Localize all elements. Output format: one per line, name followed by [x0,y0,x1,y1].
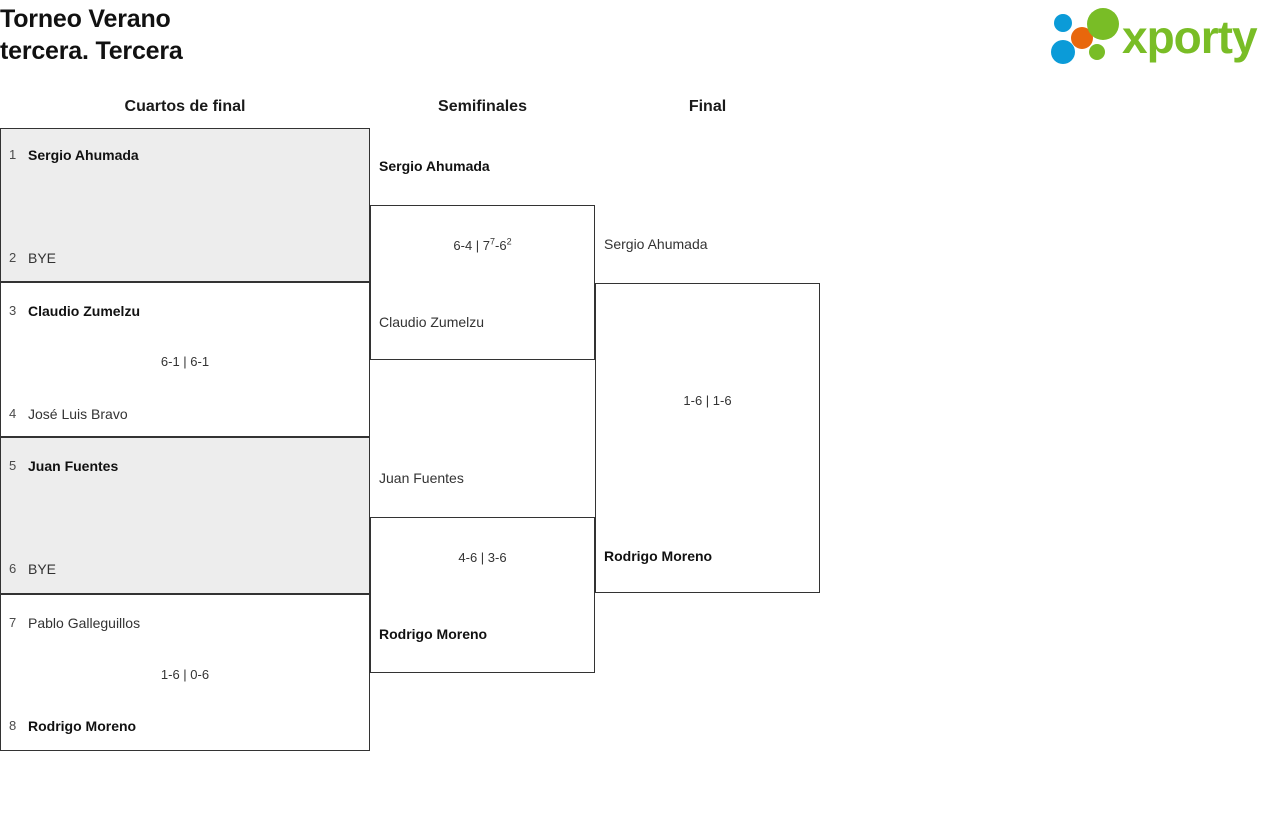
competitor-bottom: 8 Rodrigo Moreno [1,717,369,735]
match-score: 6-1 | 6-1 [160,354,210,369]
competitor-bottom: 2 BYE [1,249,369,267]
player-name: Rodrigo Moreno [604,548,713,564]
competitor-top: 1 Sergio Ahumada [1,146,369,164]
seed-number: 6 [9,561,17,576]
competitor-top: 5 Juan Fuentes [1,457,369,475]
player-name: Juan Fuentes [28,458,119,474]
logo-dot-orange [1071,27,1093,49]
score-set2: -6 [495,238,507,253]
player-name: Rodrigo Moreno [379,626,488,642]
page-title: Torneo Verano [0,5,171,33]
player-name: Claudio Zumelzu [379,314,485,330]
match-semifinal-1[interactable]: 6-4 | 77-62 [370,205,595,360]
match-quarterfinal-2[interactable]: 3 Claudio Zumelzu 6-1 | 6-1 4 José Luis … [0,282,370,437]
score-tiebreak-1: 7 [490,236,496,247]
seed-number: 1 [9,147,17,162]
seed-number: 2 [9,250,17,265]
final-competitor-top: Sergio Ahumada [595,235,820,253]
competitor-bottom: 6 BYE [1,560,369,578]
player-name: BYE [28,250,57,266]
logo-dot-blue-small [1054,14,1072,32]
player-name: Rodrigo Moreno [28,718,137,734]
competitor-top: 7 Pablo Galleguillos [1,614,369,632]
match-quarterfinal-4[interactable]: 7 Pablo Galleguillos 1-6 | 0-6 8 Rodrigo… [0,594,370,751]
round-header-final: Final [688,98,727,115]
page-subtitle: tercera. Tercera [0,37,183,65]
seed-number: 3 [9,303,17,318]
match-score: 6-4 | 77-62 [371,236,594,254]
competitor-top: 3 Claudio Zumelzu [1,302,369,320]
semifinal-2-competitor-top: Juan Fuentes [370,469,595,487]
semifinal-1-competitor-top: Sergio Ahumada [370,157,595,175]
logo-dot-blue-large [1051,40,1075,64]
logo-dot-green-small [1089,44,1105,60]
player-name: Sergio Ahumada [379,158,490,174]
semifinal-1-competitor-bottom: Claudio Zumelzu [370,313,595,331]
semifinal-2-competitor-bottom: Rodrigo Moreno [370,625,595,643]
match-semifinal-2[interactable]: 4-6 | 3-6 [370,517,595,673]
connector-qf1-to-sf1 [370,205,371,206]
seed-number: 7 [9,615,17,630]
match-score: 4-6 | 3-6 [458,550,507,565]
round-header-semifinals: Semifinales [438,98,527,115]
logo-wordmark: xporty [1122,11,1258,63]
seed-number: 8 [9,718,17,733]
player-name: Claudio Zumelzu [28,303,140,319]
match-final[interactable]: 1-6 | 1-6 [595,283,820,593]
xporty-logo[interactable]: xporty [1050,6,1274,68]
round-header-quarterfinals: Cuartos de final [124,98,246,115]
match-score: 1-6 | 0-6 [160,667,210,682]
final-competitor-bottom: Rodrigo Moreno [595,547,820,565]
player-name: Sergio Ahumada [604,236,708,252]
player-name: Sergio Ahumada [28,147,139,163]
match-quarterfinal-3[interactable]: 5 Juan Fuentes 6 BYE [0,437,370,594]
player-name: Juan Fuentes [379,470,464,486]
logo-dot-green-large [1087,8,1119,40]
score-tiebreak-2: 2 [506,236,512,247]
seed-number: 5 [9,458,17,473]
score-set1: 6-4 | 7 [453,238,491,253]
match-score: 1-6 | 1-6 [683,393,732,408]
player-name: BYE [28,561,57,577]
seed-number: 4 [9,406,17,421]
player-name: José Luis Bravo [28,406,128,422]
player-name: Pablo Galleguillos [28,615,141,631]
match-quarterfinal-1[interactable]: 1 Sergio Ahumada 2 BYE [0,128,370,282]
competitor-bottom: 4 José Luis Bravo [1,405,369,423]
